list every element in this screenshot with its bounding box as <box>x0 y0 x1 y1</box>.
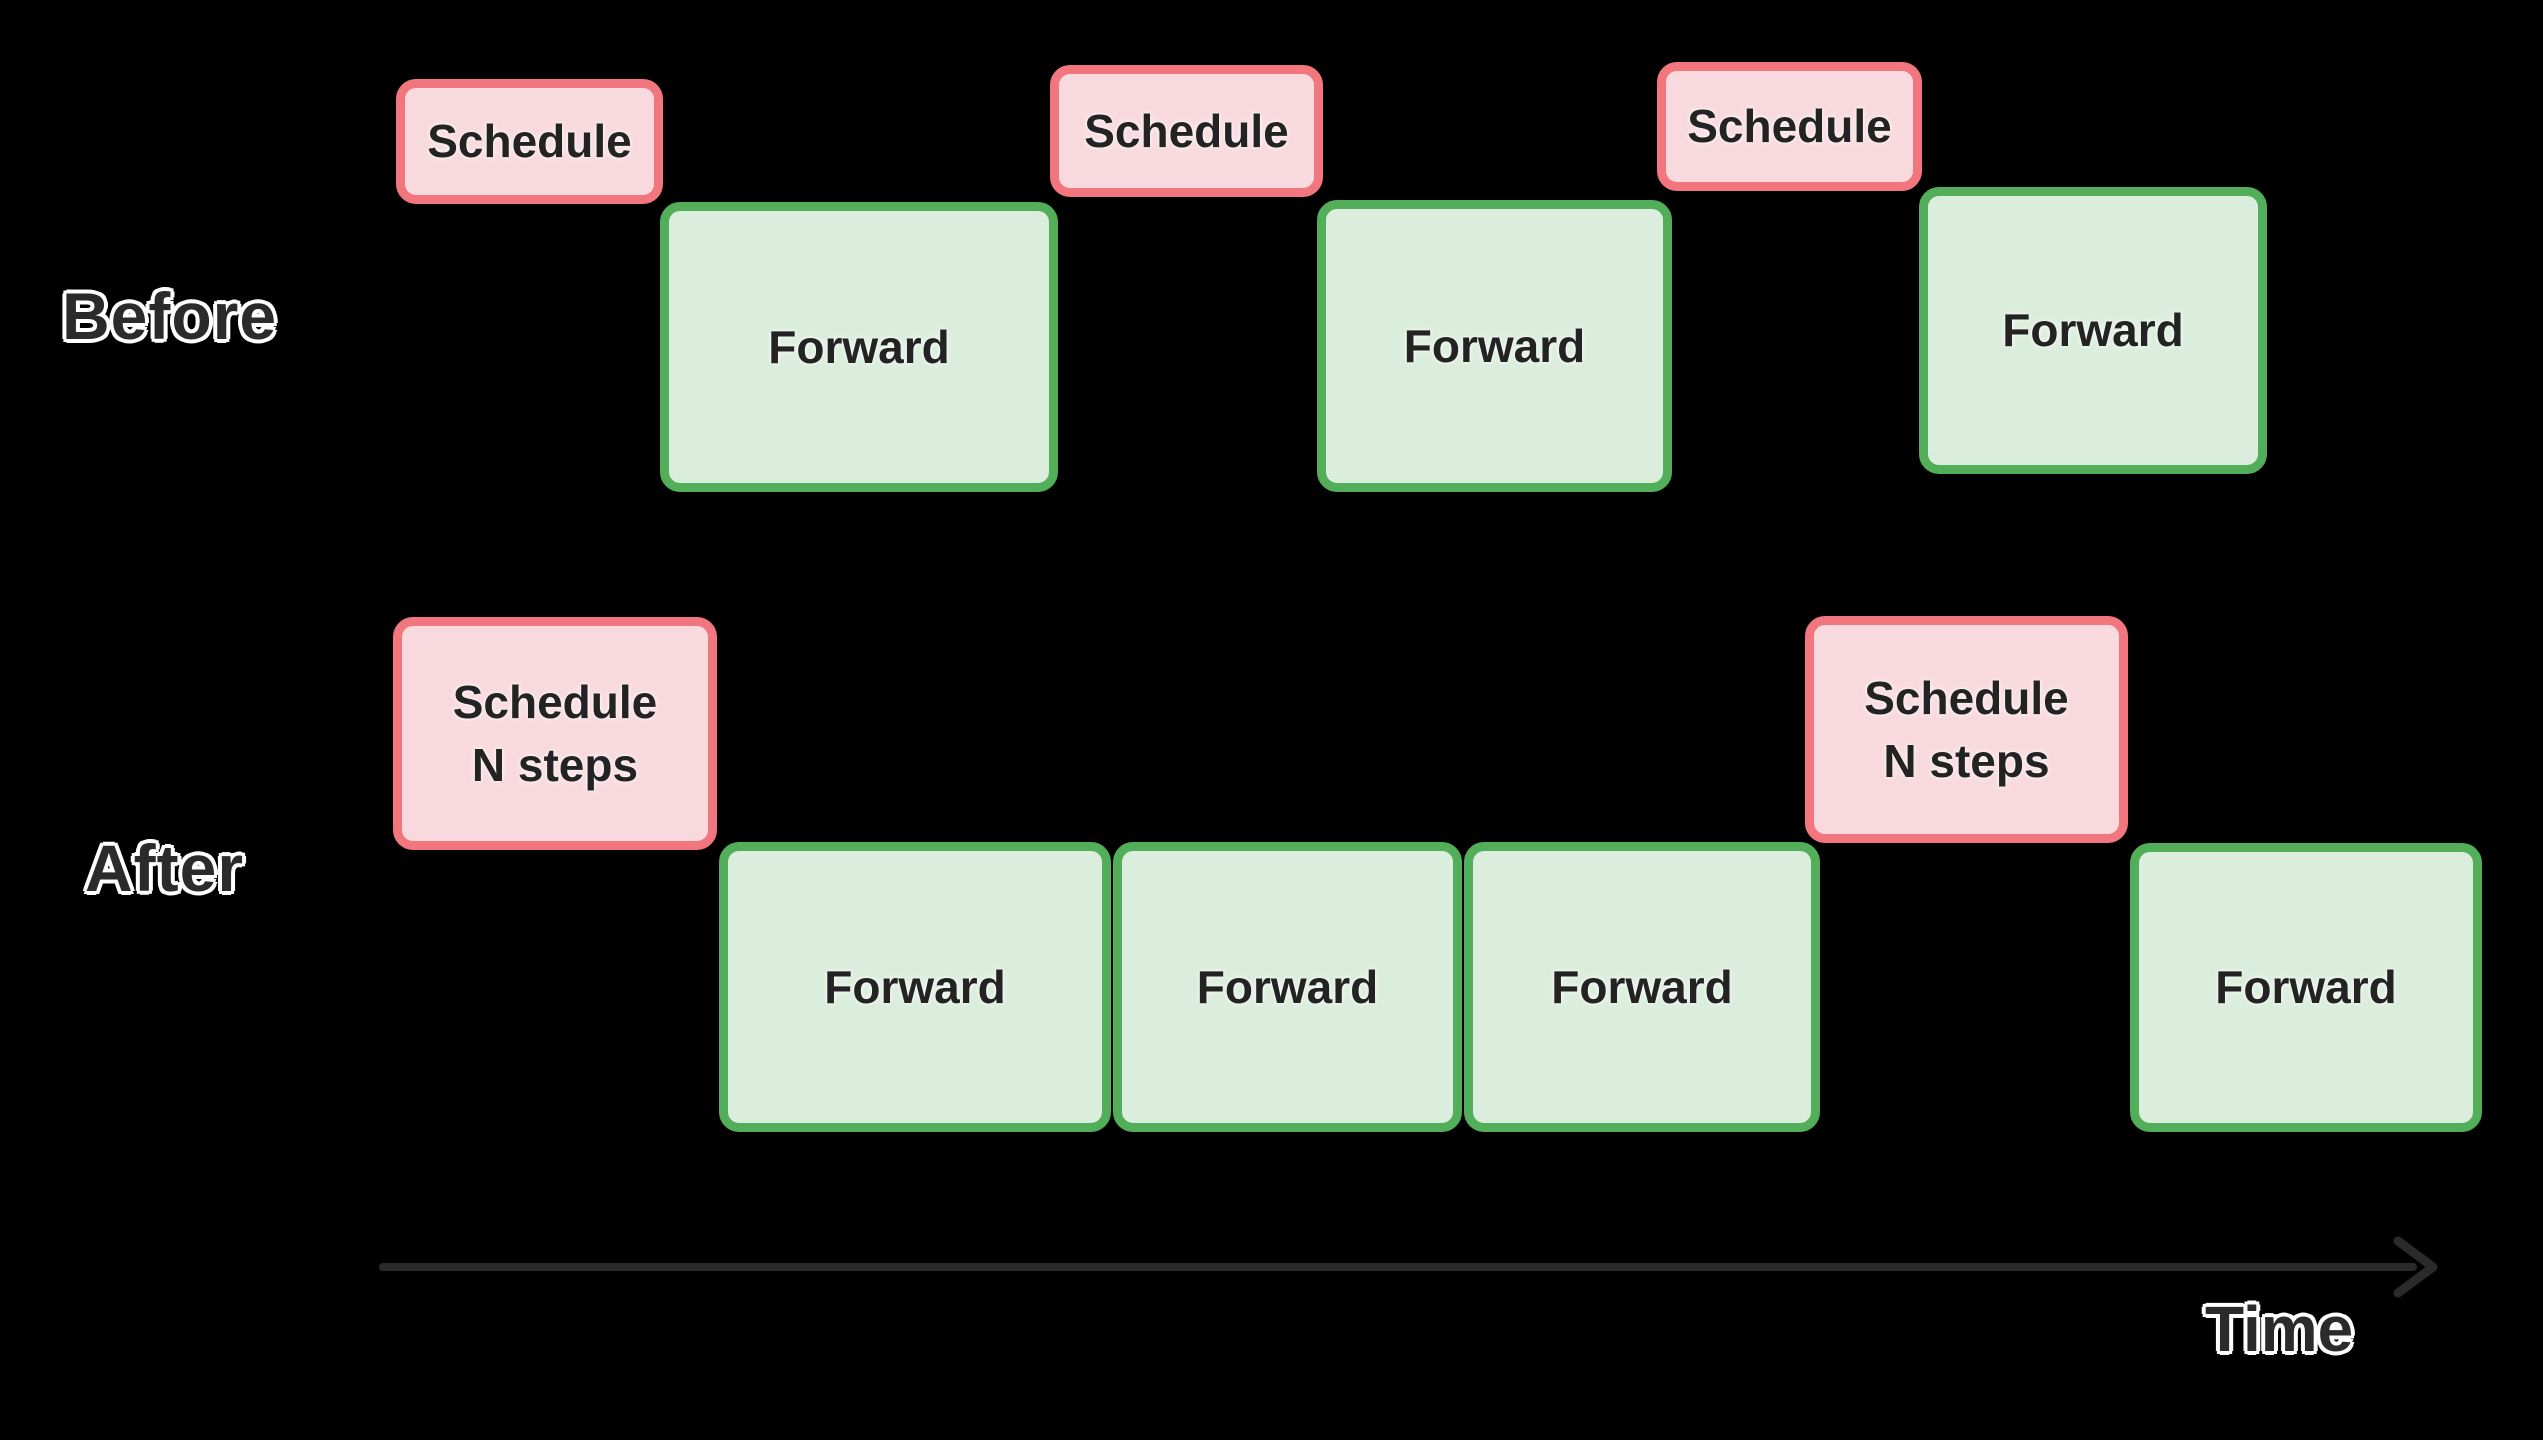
schedule-box: Schedule <box>1657 62 1922 191</box>
schedule-n-steps-box: Schedule N steps <box>393 617 717 850</box>
forward-box: Forward <box>2130 843 2482 1132</box>
forward-box-label: Forward <box>1196 960 1379 1013</box>
time-arrow <box>379 1236 2438 1298</box>
schedule-box: Schedule <box>396 79 663 204</box>
forward-box: Forward <box>719 842 1111 1132</box>
schedule-box-label: Schedule <box>1687 100 1892 153</box>
schedule-n-steps-line1: Schedule <box>1864 672 2069 725</box>
forward-box-label: Forward <box>768 320 950 373</box>
forward-box: Forward <box>660 202 1058 492</box>
schedule-n-steps-line2: N steps <box>1883 734 2050 787</box>
forward-box: Forward <box>1317 200 1672 492</box>
forward-box-label: Forward <box>2002 304 2184 357</box>
schedule-box-label: Schedule <box>1084 104 1289 157</box>
schedule-box: Schedule <box>1050 65 1323 197</box>
schedule-n-steps-box: Schedule N steps <box>1805 616 2128 843</box>
before-row-label: Before <box>62 279 278 353</box>
forward-box-label: Forward <box>1403 319 1586 372</box>
after-row-label: After <box>85 831 245 905</box>
forward-box-label: Forward <box>2215 961 2397 1014</box>
forward-box-label: Forward <box>1551 960 1733 1013</box>
schedule-box-label: Schedule <box>427 115 632 168</box>
forward-box-label: Forward <box>824 960 1006 1013</box>
schedule-n-steps-line1: Schedule <box>452 676 658 729</box>
forward-box: Forward <box>1919 187 2267 474</box>
schedule-n-steps-line2: N steps <box>471 738 639 791</box>
forward-box: Forward <box>1464 842 1820 1132</box>
time-axis-label: Time <box>2205 1293 2354 1365</box>
forward-box: Forward <box>1113 842 1462 1132</box>
